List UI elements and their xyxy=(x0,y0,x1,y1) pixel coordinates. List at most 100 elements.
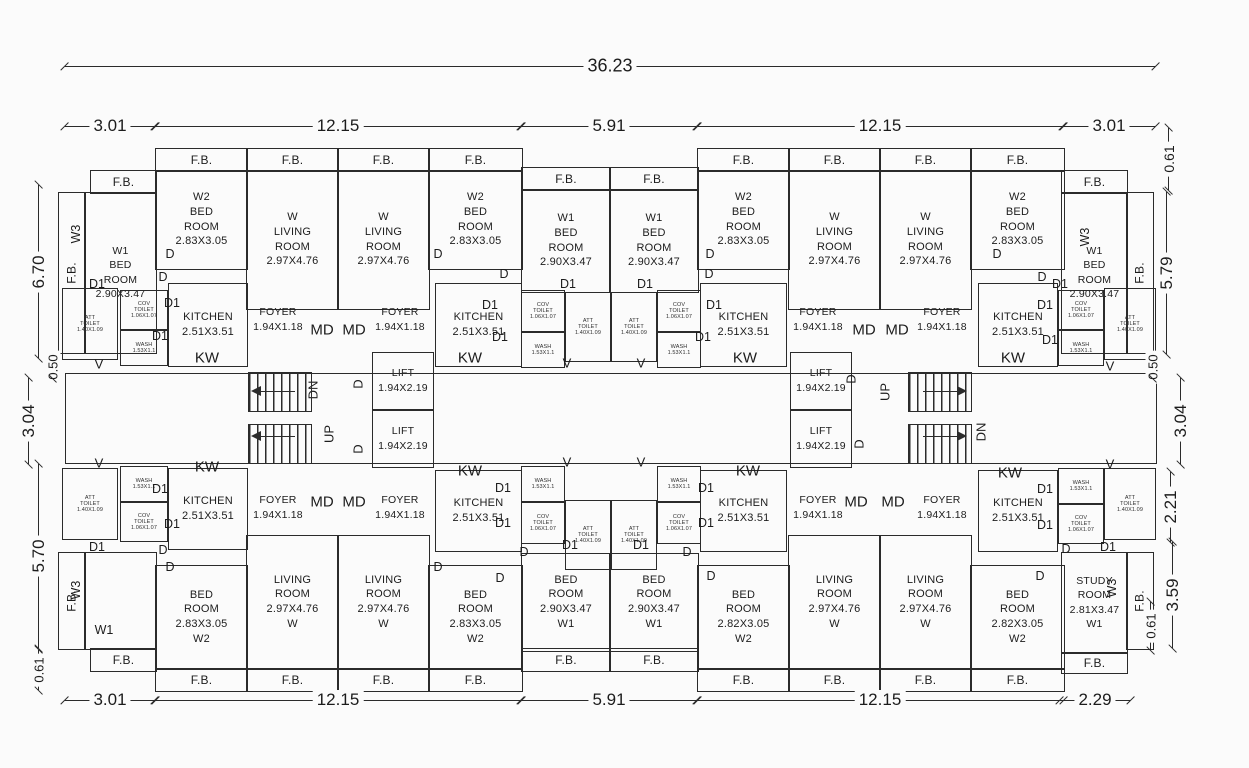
lift-door-label: D xyxy=(843,374,859,384)
window-label: W1 xyxy=(94,623,114,637)
door-label: D1 xyxy=(698,516,714,530)
door-label: D xyxy=(992,247,1002,261)
dimension-value: 3.01 xyxy=(89,116,131,136)
door-label: D1 xyxy=(562,538,578,552)
fb-strip: F.B. xyxy=(970,148,1065,172)
vent-label: V xyxy=(562,454,572,470)
dimension-value: 12.15 xyxy=(312,690,364,710)
dimension-value: 12.15 xyxy=(312,116,364,136)
dimension-value: 3.04 xyxy=(19,400,39,442)
window-label: W3 xyxy=(69,224,83,244)
door-label: D1 xyxy=(695,330,711,344)
staircase-left xyxy=(248,372,312,464)
stair-landing xyxy=(908,411,972,425)
dimension-0.50: 0.50 xyxy=(1145,350,1161,384)
dimension-3.04: 3.04 xyxy=(19,378,39,464)
fb-strip-text: F.B. xyxy=(823,672,846,687)
fb-strip-vertical: F.B. xyxy=(1126,552,1154,650)
dimension-2.29: 2.29 xyxy=(1060,690,1130,710)
door-label: D xyxy=(165,247,175,261)
main-door-label: MD xyxy=(310,321,334,339)
dimension-value: 3.59 xyxy=(1163,574,1183,616)
kitchen-window-label: KW xyxy=(194,349,220,367)
vent-label: V xyxy=(1105,456,1115,472)
door-label: D xyxy=(433,560,443,574)
door-label: D xyxy=(433,247,443,261)
fb-strip-text: F.B. xyxy=(190,672,213,687)
dimension-value: 5.91 xyxy=(588,690,630,710)
stair-arrow-head xyxy=(251,431,262,441)
fb-strip-text: F.B. xyxy=(1006,672,1029,687)
fb-strip-text: F.B. xyxy=(555,652,577,667)
fb-strip: F.B. xyxy=(521,648,611,672)
door-label: D xyxy=(706,569,716,583)
fb-strip-text: F.B. xyxy=(914,672,937,687)
fb-strip: F.B. xyxy=(246,148,339,172)
dimension-12.15: 12.15 xyxy=(697,690,1063,710)
dimension-value: 3.01 xyxy=(89,690,131,710)
dimension-12.15: 12.15 xyxy=(697,116,1063,136)
fb-strip-text: F.B. xyxy=(1083,174,1106,189)
door-label: D1 xyxy=(152,329,168,343)
fb-strip-text: F.B. xyxy=(372,152,395,167)
door-label: D xyxy=(158,270,168,284)
door-label: D xyxy=(519,545,529,559)
door-label: D1 xyxy=(1042,333,1058,347)
dimension-value: 2.29 xyxy=(1074,690,1116,710)
dimension-value: 3.04 xyxy=(1171,400,1191,442)
door-label: D xyxy=(495,571,505,585)
kitchen-window-label: KW xyxy=(457,349,483,367)
fb-strip-text: F.B. xyxy=(914,152,937,167)
fb-strip-text: F.B. xyxy=(190,152,213,167)
corridor xyxy=(65,373,1157,464)
main-door-label: MD xyxy=(342,493,366,511)
dimension-0.61: 0.61 xyxy=(31,650,47,690)
fb-strip: F.B. xyxy=(90,170,157,194)
door-label: D1 xyxy=(164,517,180,531)
dimension-36.23: 36.23 xyxy=(65,55,1155,77)
stair-direction-label: DN xyxy=(973,422,989,442)
